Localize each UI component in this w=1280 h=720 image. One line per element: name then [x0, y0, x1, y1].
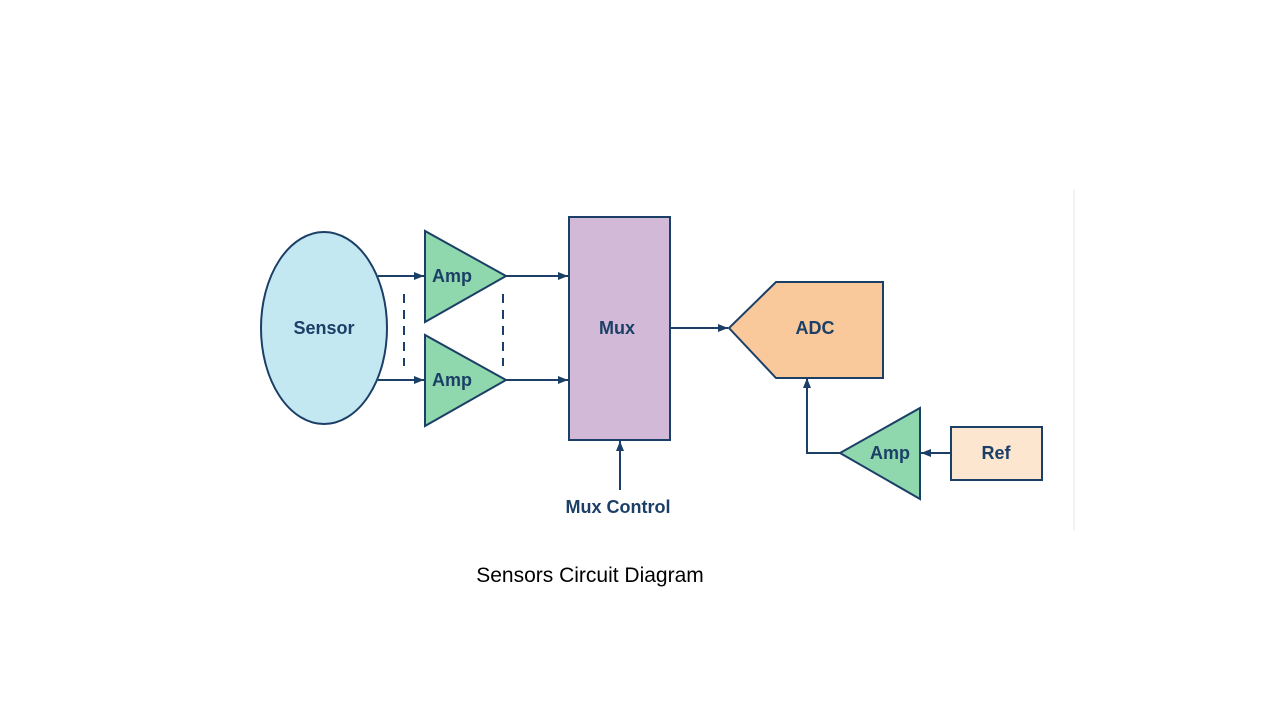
ref-label: Ref [981, 443, 1011, 463]
ref-amp-to-adc-arrow [803, 378, 840, 454]
mux-label: Mux [599, 318, 635, 338]
amp-top-label: Amp [432, 266, 472, 286]
ref-amp-triangle [837, 406, 921, 501]
sensor-label: Sensor [293, 318, 354, 338]
adc-label: ADC [796, 318, 835, 338]
sensor-block [260, 231, 388, 425]
amp-top-triangle [424, 229, 509, 324]
amp-bottom-label: Amp [432, 370, 472, 390]
mux-block [568, 216, 671, 441]
mux-control-label: Mux Control [566, 497, 671, 517]
diagram-caption: Sensors Circuit Diagram [476, 564, 704, 587]
amp-bottom-triangle [424, 333, 509, 428]
adc-block [727, 281, 884, 379]
ref-amp-label: Amp [870, 443, 910, 463]
